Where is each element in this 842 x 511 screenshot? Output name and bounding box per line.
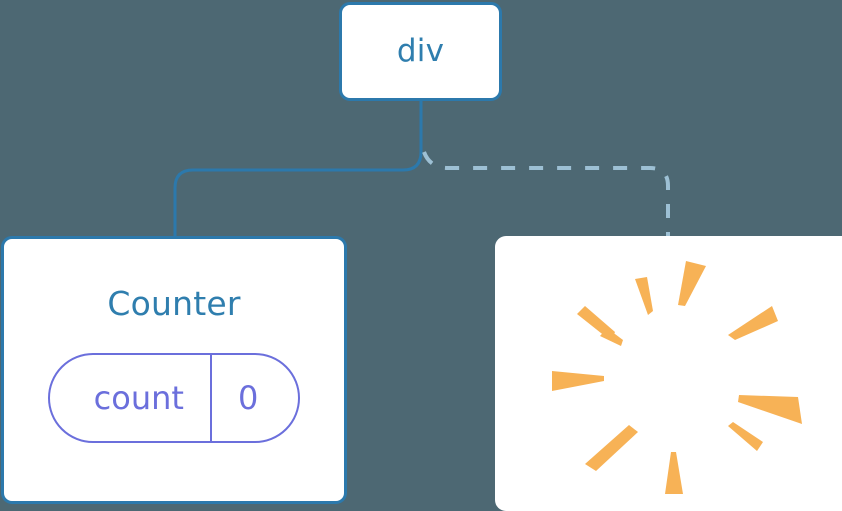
ray-group: [552, 261, 802, 494]
ray-7: [585, 425, 638, 471]
loading-starburst-icon: [495, 236, 842, 511]
ray-3: [728, 306, 778, 340]
ray-8: [728, 422, 763, 451]
node-div-label: div: [396, 33, 445, 69]
node-counter-label: Counter: [107, 284, 241, 323]
ray-5: [552, 371, 604, 391]
edge-div-to-spinner: [422, 151, 670, 237]
ray-9: [665, 452, 683, 494]
ray-10: [600, 328, 623, 346]
node-spinner-fallback[interactable]: [495, 236, 842, 511]
node-counter[interactable]: Counter count 0: [1, 236, 347, 504]
ray-2: [635, 277, 653, 315]
state-key-label: count: [93, 379, 184, 417]
node-div[interactable]: div: [339, 2, 502, 101]
state-pill: count 0: [47, 353, 301, 443]
state-value-label: 0: [209, 355, 298, 441]
edge-div-to-counter: [173, 99, 423, 239]
starburst-rays: [552, 261, 802, 494]
ray-6: [738, 395, 802, 424]
ray-1: [678, 261, 706, 306]
